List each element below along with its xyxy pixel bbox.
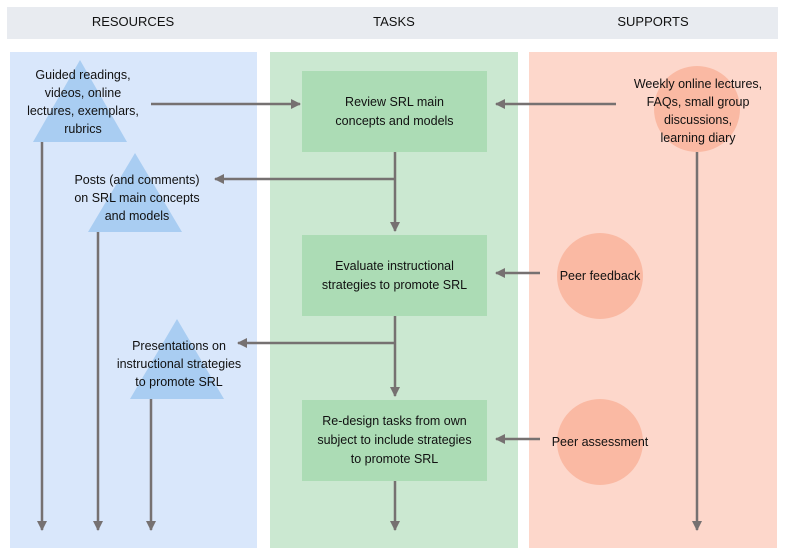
- column-header-tasks: TASKS: [373, 14, 415, 29]
- support-label-2: Peer feedback: [559, 269, 641, 283]
- resource-triangle-3: [130, 319, 224, 399]
- column-header-resources: RESOURCES: [91, 14, 175, 29]
- header-band: [7, 7, 778, 39]
- support-label-1: Weekly online lectures,FAQs, small group…: [633, 77, 763, 145]
- support-circle-2: [557, 233, 643, 319]
- resource-triangle-1: [33, 60, 127, 142]
- support-label-3: Peer assessment: [551, 435, 649, 449]
- column-header-supports: SUPPORTS: [617, 14, 689, 29]
- resource-triangle-2: [88, 153, 182, 232]
- support-circle-3: [557, 399, 643, 485]
- resource-label-2: Posts (and comments)on SRL main concepts…: [74, 173, 200, 223]
- support-circle-1: [654, 66, 740, 152]
